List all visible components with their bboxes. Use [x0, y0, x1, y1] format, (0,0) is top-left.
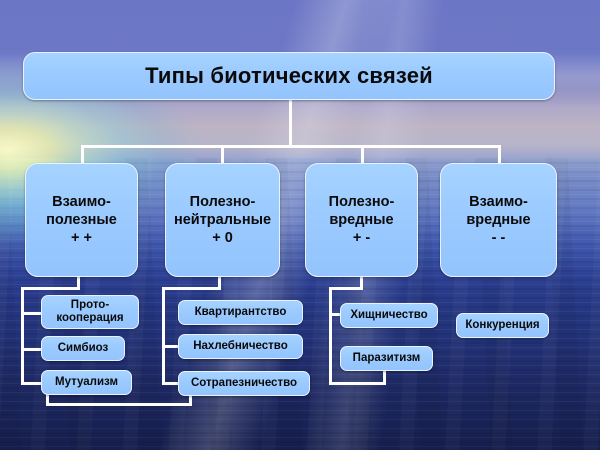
- leaf-label-sotrapeznichestvo: Сотрапезничество: [190, 377, 298, 390]
- leaf-label-symbiosis: Симбиоз: [57, 342, 109, 355]
- connector-cat1-stub-3: [21, 382, 43, 385]
- connector-cat2-stub-2: [162, 345, 180, 348]
- connector-cat3-drop: [360, 276, 363, 290]
- leaf-label-predation: Хищничество: [350, 309, 428, 322]
- category-label-mutually-harmful: Взаимо- вредные - -: [466, 193, 531, 247]
- category-label-beneficial-neutral: Полезно- нейтральные + 0: [173, 193, 272, 247]
- connector-cat1-stub-1: [21, 312, 43, 315]
- leaf-box-parasitism[interactable]: Паразитизм: [340, 346, 433, 371]
- leaf-box-competition[interactable]: Конкуренция: [456, 313, 549, 338]
- category-label-beneficial-harmful: Полезно- вредные + -: [328, 193, 395, 247]
- leaf-box-mutualism[interactable]: Мутуализм: [41, 370, 132, 395]
- leaf-label-kvartirantstvo: Квартирантство: [194, 306, 287, 319]
- title-box: Типы биотических связей: [23, 52, 555, 100]
- title-label: Типы биотических связей: [145, 62, 433, 88]
- connector-cat2-stub-3: [162, 382, 180, 385]
- connector-cat2-drop: [218, 276, 221, 290]
- leaf-box-sotrapeznichestvo[interactable]: Сотрапезничество: [178, 371, 310, 396]
- connector-cat2-elbow: [162, 287, 221, 290]
- leaf-box-kvartirantstvo[interactable]: Квартирантство: [178, 300, 303, 325]
- connector-cat1-elbow: [21, 287, 80, 290]
- category-box-mutually-beneficial[interactable]: Взаимо- полезные + +: [25, 163, 138, 277]
- connector-cat1-tail-bar: [46, 403, 192, 406]
- connector-cat3-elbow: [329, 287, 363, 290]
- connector-cat3-spine: [329, 287, 332, 385]
- leaf-box-protocooperation[interactable]: Прото- кооперация: [41, 295, 139, 329]
- connector-cat3-stub-1: [329, 313, 343, 316]
- connector-drop-category-3: [361, 145, 364, 165]
- leaf-box-nakhlebnichestvo[interactable]: Нахлебничество: [178, 334, 303, 359]
- connector-drop-category-2: [221, 145, 224, 165]
- leaf-box-predation[interactable]: Хищничество: [340, 303, 438, 328]
- category-box-beneficial-neutral[interactable]: Полезно- нейтральные + 0: [165, 163, 280, 277]
- leaf-label-nakhlebnichestvo: Нахлебничество: [193, 340, 288, 353]
- category-box-beneficial-harmful[interactable]: Полезно- вредные + -: [305, 163, 418, 277]
- leaf-label-competition: Конкуренция: [465, 319, 540, 332]
- connector-cat1-drop: [77, 276, 80, 290]
- leaf-label-protocooperation: Прото- кооперация: [56, 299, 124, 324]
- connector-main-bus: [81, 145, 501, 148]
- category-label-mutually-beneficial: Взаимо- полезные + +: [46, 193, 117, 247]
- leaf-label-mutualism: Мутуализм: [55, 376, 118, 389]
- connector-title-stem: [289, 100, 292, 146]
- leaf-label-parasitism: Паразитизм: [352, 352, 421, 365]
- leaf-box-symbiosis[interactable]: Симбиоз: [41, 336, 125, 361]
- category-box-mutually-harmful[interactable]: Взаимо- вредные - -: [440, 163, 557, 277]
- connector-drop-category-4: [498, 145, 501, 165]
- connector-drop-category-1: [81, 145, 84, 165]
- connector-cat1-stub-2: [21, 348, 43, 351]
- connector-cat1-tail-up: [189, 388, 192, 406]
- connector-cat3-tail-bar: [329, 382, 386, 385]
- connector-cat2-spine: [162, 287, 165, 385]
- connector-cat3-tail-up: [383, 366, 386, 385]
- connector-cat1-spine: [21, 287, 24, 385]
